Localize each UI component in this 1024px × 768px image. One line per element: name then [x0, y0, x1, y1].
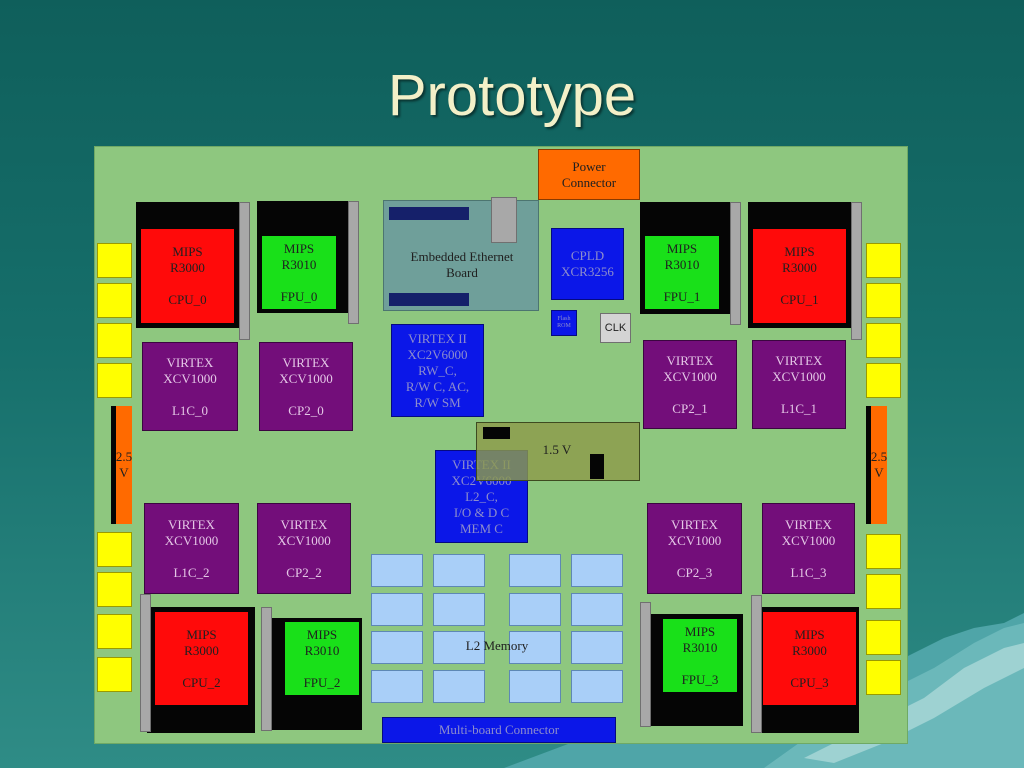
ethernet-board: Embedded Ethernet Board — [383, 197, 539, 311]
cpld-chip: CPLD XCR3256 — [551, 228, 624, 300]
regulator-part-left — [483, 427, 510, 439]
cpu-3-chip: MIPS R3000 CPU_3 — [763, 612, 856, 705]
l2-memory-cell — [371, 593, 423, 626]
pad-left-1 — [97, 243, 132, 278]
cpu-2-rail — [140, 594, 151, 732]
flash-chip: Flash ROM — [551, 310, 577, 336]
fpga-cp2-3: VIRTEX XCV1000 CP2_3 — [647, 503, 742, 594]
clk-chip: CLK — [600, 313, 631, 343]
ethernet-port — [491, 197, 517, 243]
pad-left-3 — [97, 323, 132, 358]
l2-memory-cell — [371, 631, 423, 664]
l2-memory-cell — [371, 670, 423, 703]
cpu-1-chip: MIPS R3000 CPU_1 — [753, 229, 846, 323]
fpu-3-rail — [640, 602, 651, 727]
fpu-0-rail — [348, 201, 359, 324]
pad-left-7 — [97, 614, 132, 649]
l2-memory-label: L2 Memory — [465, 638, 529, 653]
l2-memory-cell — [509, 554, 561, 587]
l2-memory-cell — [571, 554, 623, 587]
fpga-cp2-0: VIRTEX XCV1000 CP2_0 — [259, 342, 353, 431]
cpu-3-rail — [751, 595, 762, 733]
l2-memory-cell — [371, 554, 423, 587]
l2-memory-cell — [509, 670, 561, 703]
fpu-2-rail — [261, 607, 272, 731]
fpga-l1c-3: VIRTEX XCV1000 L1C_3 — [762, 503, 855, 594]
cpu-0-rail — [239, 202, 250, 340]
fpga-cp2-1: VIRTEX XCV1000 CP2_1 — [643, 340, 737, 429]
pad-left-2 — [97, 283, 132, 318]
l2-memory-cell — [509, 593, 561, 626]
prototype-board: Power Connector Embedded Ethernet Board … — [94, 146, 908, 744]
l2-memory-cell — [433, 554, 485, 587]
ethernet-board-label: Embedded Ethernet Board — [410, 249, 514, 280]
regulator-1-5v: 1.5 V — [476, 422, 640, 481]
cpu-2-chip: MIPS R3000 CPU_2 — [155, 612, 248, 705]
pad-right-7 — [866, 620, 901, 655]
ethernet-connector-top — [389, 207, 469, 220]
fpga-l1c-0: VIRTEX XCV1000 L1C_0 — [142, 342, 238, 431]
ethernet-connector-bottom — [389, 293, 469, 306]
fpga-l1c-2: VIRTEX XCV1000 L1C_2 — [144, 503, 239, 594]
fpga-cp2-2: VIRTEX XCV1000 CP2_2 — [257, 503, 351, 594]
regulator-2-5v-left: 2.5 V — [111, 406, 132, 524]
pad-left-8 — [97, 657, 132, 692]
fpu-0-chip: MIPS R3010 FPU_0 — [262, 236, 336, 309]
power-connector: Power Connector — [538, 149, 640, 200]
slide-title: Prototype — [387, 63, 637, 128]
l2-memory-cell — [509, 631, 561, 664]
l2-memory-cell — [571, 593, 623, 626]
virtex2-top-chip: VIRTEX II XC2V6000 RW_C, R/W C, AC, R/W … — [391, 324, 484, 417]
pad-right-4 — [866, 363, 901, 398]
cpu-0-chip: MIPS R3000 CPU_0 — [141, 229, 234, 323]
fpu-3-chip: MIPS R3010 FPU_3 — [663, 619, 737, 692]
cpu-1-rail — [851, 202, 862, 340]
fpu-2-chip: MIPS R3010 FPU_2 — [285, 622, 359, 695]
fpu-1-rail — [730, 202, 741, 325]
pad-right-3 — [866, 323, 901, 358]
pad-right-8 — [866, 660, 901, 695]
pad-right-6 — [866, 574, 901, 609]
l2-memory-cell — [571, 631, 623, 664]
regulator-part-right — [590, 454, 604, 479]
pad-left-4 — [97, 363, 132, 398]
regulator-1-5v-label: 1.5 V — [542, 442, 572, 457]
pad-right-5 — [866, 534, 901, 569]
pad-left-6 — [97, 572, 132, 607]
pad-left-5 — [97, 532, 132, 567]
pad-right-2 — [866, 283, 901, 318]
l2-memory-cell — [571, 670, 623, 703]
pad-right-1 — [866, 243, 901, 278]
fpu-1-chip: MIPS R3010 FPU_1 — [645, 236, 719, 309]
l2-memory-cell — [433, 631, 485, 664]
regulator-2-5v-right: 2.5 V — [866, 406, 887, 524]
fpga-l1c-1: VIRTEX XCV1000 L1C_1 — [752, 340, 846, 429]
l2-memory-cell — [433, 593, 485, 626]
multiboard-connector: Multi-board Connector — [382, 717, 616, 743]
l2-memory-cell — [433, 670, 485, 703]
